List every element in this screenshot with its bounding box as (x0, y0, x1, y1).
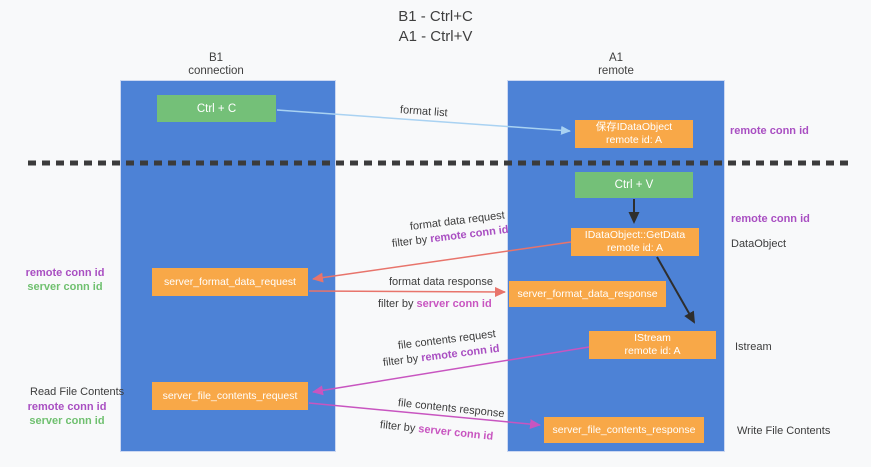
format-data-response-flow-label: format data response (389, 276, 493, 288)
ctrl-v-box: Ctrl + V (575, 172, 693, 198)
server-format-data-request-box: server_format_data_request (152, 268, 308, 296)
file-response-label: server_file_contents_response (552, 423, 696, 436)
left-lane-name: B1 (208, 52, 224, 64)
server-file-contents-response-box: server_file_contents_response (544, 417, 704, 443)
getdata-line1: IDataObject::GetData (584, 229, 686, 241)
remote-conn-id-label-top-left: remote conn id (25, 267, 105, 279)
format-data-response-arrow (308, 286, 506, 297)
left-conn-id-group-top: remote conn id server conn id (24, 266, 106, 294)
right-lane-name: A1 (608, 52, 624, 64)
dataobject-label: DataObject (731, 238, 787, 250)
server-file-contents-request-box: server_file_contents_request (152, 382, 308, 410)
saved-dataobject-box: 保存IDataObject remote id: A (575, 120, 693, 148)
right-lane-role: remote (598, 65, 634, 77)
istream-side-label: Istream (735, 341, 772, 353)
write-file-contents-label: Write File Contents (737, 425, 831, 437)
file-response-filter-label: filter by server conn id (379, 418, 494, 444)
format-request-filter-prefix: filter by (391, 233, 431, 250)
format-response-label: server_format_data_response (517, 287, 658, 300)
saved-dataobject-line1: 保存IDataObject (595, 121, 673, 133)
remote-conn-id-label-top-right: remote conn id (730, 125, 809, 137)
title-line-2: A1 - Ctrl+V (398, 28, 473, 45)
ctrl-c-label: Ctrl + C (196, 102, 237, 115)
istream-box: IStream remote id: A (589, 331, 716, 359)
ctrl-c-box: Ctrl + C (157, 95, 276, 122)
title-line-1: B1 - Ctrl+C (398, 8, 473, 25)
file-contents-response-flow-label: file contents response (397, 397, 506, 421)
file-response-filter-prefix: filter by (379, 419, 419, 435)
left-conn-id-group-bottom: remote conn id server conn id (26, 400, 108, 428)
format-list-flow-label: format list (399, 104, 448, 120)
format-response-filter-prefix: filter by (378, 298, 417, 310)
right-lane-header: A1 remote (507, 52, 725, 78)
left-lane-header: B1 connection (108, 52, 324, 78)
istream-line2: remote id: A (624, 345, 681, 357)
istream-line1: IStream (634, 332, 671, 344)
remote-conn-id-label-mid-right: remote conn id (731, 213, 810, 225)
format-response-filter-key: server conn id (416, 298, 492, 310)
getdata-line2: remote id: A (606, 242, 664, 254)
diagram-title: B1 - Ctrl+C A1 - Ctrl+V (0, 7, 871, 47)
server-conn-id-label-top-left: server conn id (27, 281, 103, 293)
server-format-data-response-box: server_format_data_response (509, 281, 666, 307)
file-request-label: server_file_contents_request (162, 389, 298, 402)
read-file-contents-label: Read File Contents (30, 386, 125, 398)
left-lane-role: connection (188, 65, 244, 77)
file-request-filter-prefix: filter by (382, 352, 422, 369)
file-response-filter-key: server conn id (417, 423, 494, 443)
ctrl-v-label: Ctrl + V (614, 179, 654, 191)
remote-conn-id-label-bottom-left: remote conn id (27, 401, 107, 413)
idataobject-getdata-box: IDataObject::GetData remote id: A (571, 228, 699, 256)
format-request-label: server_format_data_request (164, 275, 296, 288)
server-conn-id-label-bottom-left: server conn id (29, 415, 105, 427)
saved-dataobject-line2: remote id: A (605, 134, 663, 146)
format-response-filter-label: filter by server conn id (378, 297, 492, 311)
